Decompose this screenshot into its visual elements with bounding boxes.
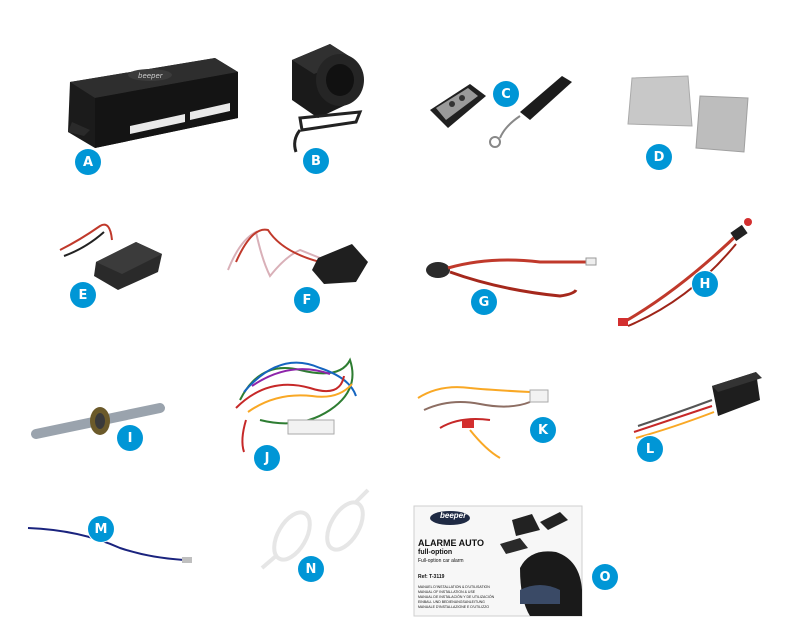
item-g-led-cable: [426, 257, 597, 298]
control-unit-logo: beeper: [138, 72, 164, 80]
badge-e: E: [70, 282, 96, 308]
item-j-wiring-harness: [235, 357, 357, 453]
item-d-adhesive-pads: [627, 75, 749, 153]
item-c-remotes: [430, 76, 572, 148]
badge-d: D: [646, 144, 672, 170]
manual-subtitle: full-option: [418, 549, 453, 556]
item-n-cable-ties: [260, 488, 370, 570]
manual-brand: beeper: [440, 511, 467, 520]
manual-tagline: Full-option car alarm: [418, 558, 464, 564]
manual-line: MANUALE D'INSTALLAZIONE E D'UTILIZZO: [418, 605, 490, 609]
badge-n: N: [298, 556, 324, 582]
item-e-shock-sensor: [59, 223, 162, 290]
item-f-module-with-wires: [227, 228, 368, 284]
badge-a: A: [75, 149, 101, 175]
manual-title: ALARME AUTO: [418, 538, 484, 548]
item-b-siren: [292, 44, 364, 153]
item-i-bonnet-switch: [31, 403, 165, 439]
badge-b: B: [303, 148, 329, 174]
badge-c: C: [493, 81, 519, 107]
item-o-manual: [413, 505, 583, 617]
badge-j: J: [254, 445, 280, 471]
manual-line: MANUAL OF INSTALLATION & USE: [418, 590, 476, 594]
item-l-relay: [633, 372, 762, 439]
badge-i: I: [117, 425, 143, 451]
badge-f: F: [294, 287, 320, 313]
manual-line: EINBAU- UND BEDIENUNGSANLEITUNG: [418, 600, 485, 604]
item-a-control-unit: beeper: [68, 58, 238, 148]
manual-ref: Ref: T-3119: [418, 574, 445, 580]
item-m-wire: [27, 527, 192, 563]
badge-m: M: [88, 516, 114, 542]
badge-k: K: [530, 417, 556, 443]
badge-o: O: [592, 564, 618, 590]
item-h-push-button: [618, 218, 752, 327]
badge-l: L: [637, 436, 663, 462]
badge-g: G: [471, 289, 497, 315]
badge-h: H: [692, 271, 718, 297]
manual-line: MANUAL DE INSTALACIÓN Y DE UTILIZACIÓN: [418, 595, 495, 599]
manual-language-list: MANUEL D'INSTALLATION & D'UTILISATION MA…: [418, 585, 508, 610]
item-k-door-wires: [417, 386, 549, 459]
manual-line: MANUEL D'INSTALLATION & D'UTILISATION: [418, 585, 490, 589]
